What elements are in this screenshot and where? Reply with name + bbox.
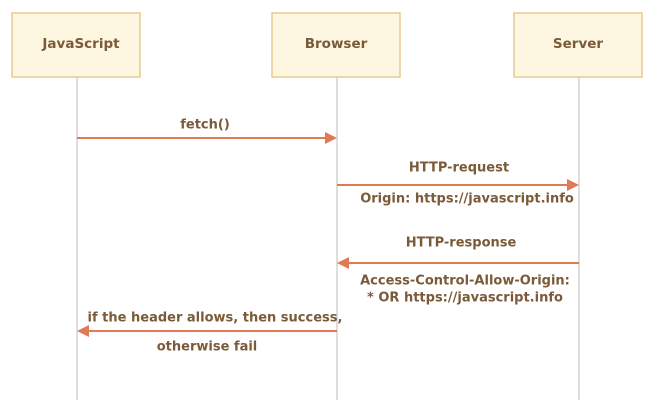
message-http-response: HTTP-response Access-Control-Allow-Origi… [337,236,579,306]
arrowhead-left-icon [77,325,89,337]
message-label-success: if the header allows, then success, [88,311,343,326]
arrowhead-left-icon [337,257,349,269]
message-result: if the header allows, then success, othe… [77,311,342,355]
message-fetch: fetch() [77,118,337,144]
message-label-http-response: HTTP-response [406,236,517,251]
actor-label-server: Server [553,36,603,52]
message-note-allow-origin-value: * OR https://javascript.info [367,291,563,306]
message-note-origin: Origin: https://javascript.info [360,192,574,207]
message-note-allow-origin-header: Access-Control-Allow-Origin: [360,274,570,289]
message-label-fetch: fetch() [180,118,230,133]
actor-label-javascript: JavaScript [41,36,120,52]
arrowhead-right-icon [567,179,579,191]
actor-javascript: JavaScript [11,12,141,78]
actor-label-browser: Browser [305,36,368,52]
message-note-fail: otherwise fail [157,340,258,355]
actor-server: Server [513,12,643,78]
arrowhead-right-icon [325,132,337,144]
message-label-http-request: HTTP-request [409,161,509,176]
actor-browser: Browser [271,12,401,78]
message-http-request: HTTP-request Origin: https://javascript.… [337,161,579,207]
